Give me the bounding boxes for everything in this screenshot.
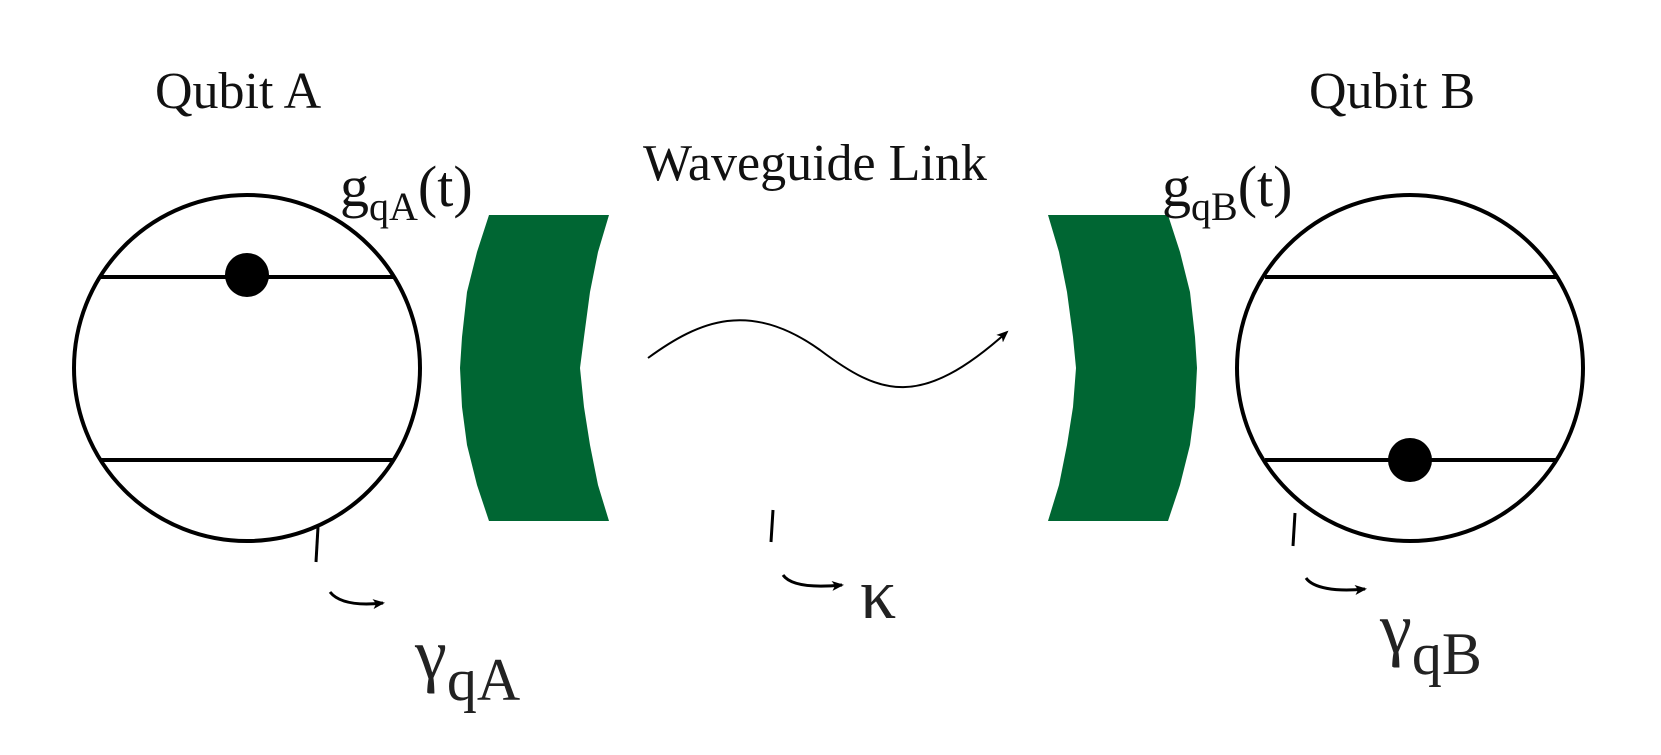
- qubit-b-population-dot: [1388, 438, 1432, 482]
- link-title: Waveguide Link: [643, 135, 987, 192]
- qubit-b-circle: [1235, 193, 1585, 543]
- wavy-arrow-icon: [647, 319, 1009, 389]
- decay-symbol: γ: [415, 614, 447, 694]
- coupling-suffix: (t): [417, 154, 473, 219]
- qubit-a-title: Qubit A: [155, 63, 322, 120]
- qubit-b-coupling-label: gqB(t): [1162, 158, 1292, 227]
- decay-subscript: qA: [446, 647, 521, 713]
- coupling-subscript: qB: [1191, 184, 1238, 229]
- qubit-a-decay-label: γqA: [415, 618, 520, 710]
- curved-arrow-icon: [1291, 512, 1367, 595]
- mirror-b: [1048, 215, 1197, 521]
- loss-symbol: κ: [860, 554, 897, 634]
- qubit-b-decay-label: γqB: [1380, 592, 1482, 684]
- qubit-a: [72, 193, 422, 543]
- qubit-a-population-dot: [225, 253, 269, 297]
- qubit-b: [1235, 193, 1585, 543]
- coupling-symbol: g: [1162, 154, 1191, 219]
- decay-symbol: γ: [1380, 588, 1412, 668]
- curved-arrow-icon: [769, 509, 844, 591]
- qubit-a-coupling-label: gqA(t): [340, 158, 473, 227]
- coupling-subscript: qA: [369, 184, 418, 229]
- coupling-symbol: g: [340, 154, 369, 219]
- qubit-a-circle: [72, 193, 422, 543]
- coupling-suffix: (t): [1237, 154, 1293, 219]
- curved-arrow-icon: [314, 526, 385, 610]
- mirror-a: [460, 215, 609, 521]
- qubit-b-title: Qubit B: [1309, 63, 1476, 120]
- decay-subscript: qB: [1411, 621, 1482, 687]
- link-loss-label: κ: [860, 558, 896, 630]
